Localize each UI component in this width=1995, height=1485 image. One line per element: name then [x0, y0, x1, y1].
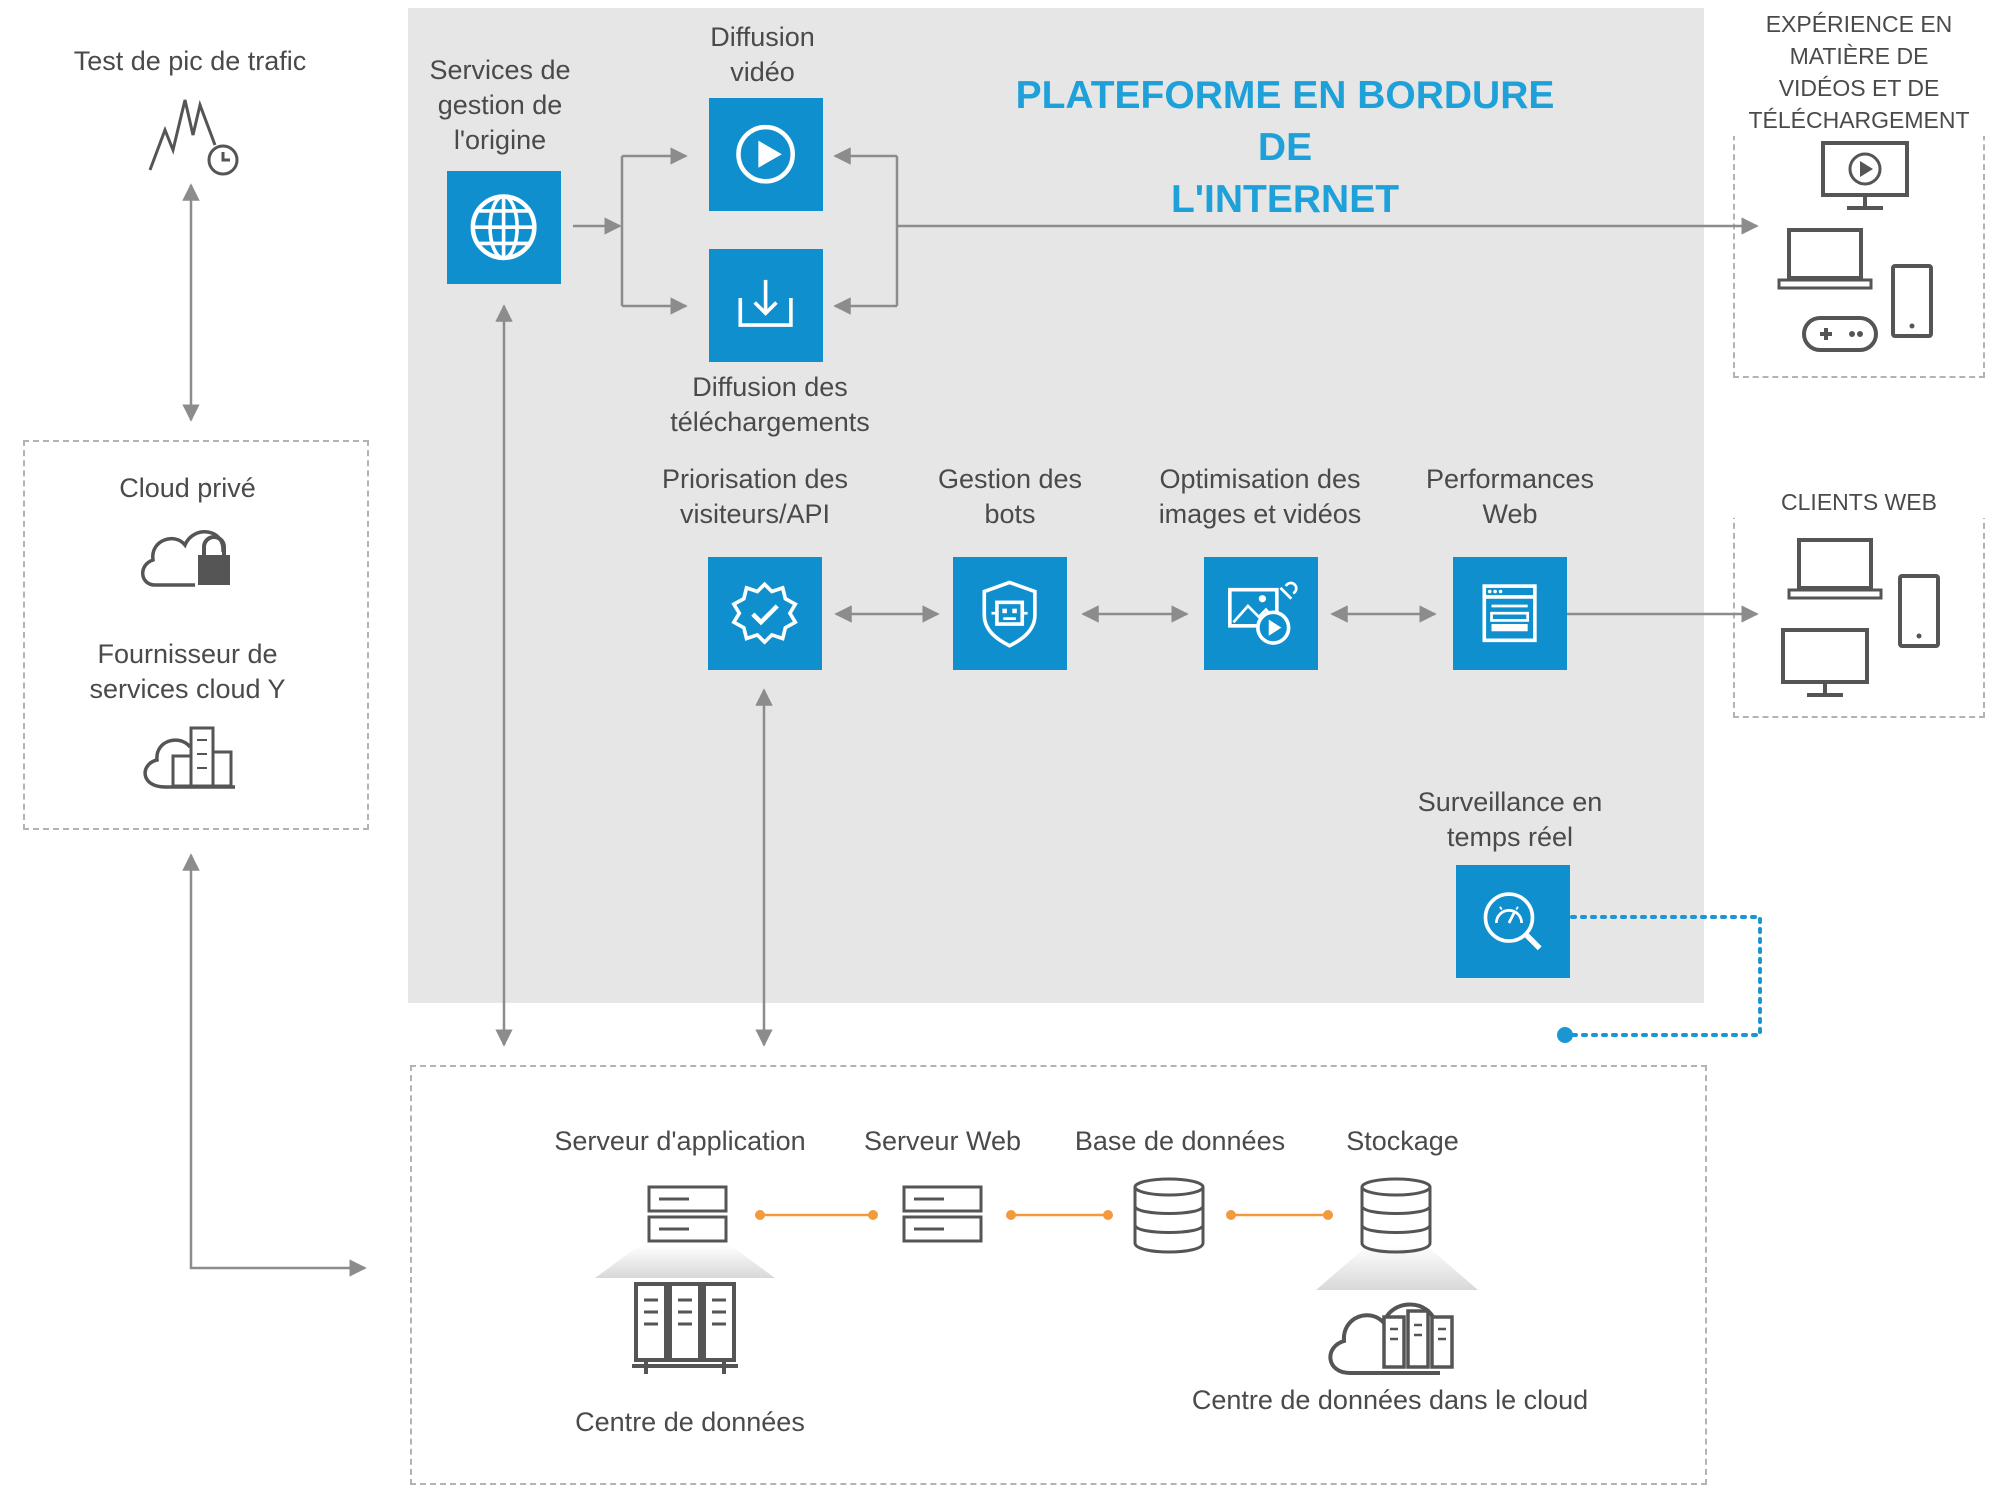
monitoring-tile[interactable]: [1456, 865, 1570, 978]
private-cloud-label: Cloud privé: [119, 473, 256, 503]
visitor-priority-tile[interactable]: [708, 557, 822, 670]
cloud-sources-box: [23, 440, 369, 830]
server-icon: [647, 1185, 728, 1243]
gear-check-icon: [731, 582, 799, 645]
image-optimization-label: Optimisation des images et vidéos: [1158, 464, 1362, 529]
web-server-label: Serveur Web: [863, 1126, 1022, 1156]
image-optimization-tile[interactable]: [1204, 557, 1318, 670]
download-icon: [738, 280, 794, 328]
bot-management-tile[interactable]: [953, 557, 1067, 670]
phone-icon: [1898, 574, 1940, 648]
video-experience-label: EXPÉRIENCE EN MATIÈRE DE VIDÉOS ET DE TÉ…: [1733, 8, 1985, 136]
datacenter-label: Centre de données: [575, 1407, 805, 1437]
traffic-spike-label: Test de pic de trafic: [73, 46, 307, 76]
app-server-label: Serveur d'application: [554, 1126, 806, 1156]
web-page-icon: [1482, 584, 1538, 643]
cloud-provider-label: Fournisseur de services cloud Y: [89, 639, 286, 704]
web-clients-label: CLIENTS WEB: [1733, 486, 1985, 518]
phone-icon: [1891, 264, 1933, 338]
monitoring-label: Surveillance en temps réel: [1417, 787, 1603, 852]
server-icon: [902, 1185, 983, 1243]
database-icon: [1360, 1177, 1432, 1254]
gauge-search-icon: [1484, 892, 1543, 951]
web-performance-label: Performances Web: [1425, 464, 1595, 529]
video-delivery-label: Diffusion vidéo: [710, 22, 815, 87]
database-icon: [1133, 1177, 1205, 1254]
cloud-buildings-icon: [143, 726, 235, 789]
origin-services-label: Services de gestion de l'origine: [429, 55, 571, 155]
globe-icon: [471, 194, 537, 261]
download-delivery-tile[interactable]: [709, 249, 823, 362]
storage-label: Stockage: [1346, 1126, 1459, 1156]
bot-shield-icon: [982, 580, 1038, 649]
cloud-servers-icon: [1328, 1302, 1454, 1375]
edge-platform-area: [408, 8, 1704, 1003]
image-video-icon: [1228, 581, 1298, 646]
laptop-icon: [1787, 538, 1883, 600]
datacenter-racks-icon: [632, 1282, 738, 1374]
desktop-icon: [1781, 628, 1869, 697]
video-delivery-tile[interactable]: [709, 98, 823, 211]
bot-management-label: Gestion des bots: [937, 464, 1083, 529]
download-delivery-label: Diffusion des téléchargements: [670, 372, 870, 437]
origin-services-tile[interactable]: [447, 171, 561, 284]
visitor-priority-label: Priorisation des visiteurs/API: [661, 464, 849, 529]
play-icon: [736, 125, 796, 184]
monitor-play-icon: [1821, 141, 1909, 210]
gamepad-icon: [1802, 316, 1878, 352]
database-label: Base de données: [1074, 1126, 1286, 1156]
cloud-lock-icon: [141, 530, 230, 587]
cloud-datacenter-label: Centre de données dans le cloud: [1191, 1385, 1589, 1415]
traffic-spike-icon: [148, 99, 239, 176]
laptop-icon: [1777, 228, 1873, 290]
web-performance-tile[interactable]: [1453, 557, 1567, 670]
platform-title: PLATEFORME EN BORDURE DE L'INTERNET: [1015, 74, 1555, 221]
